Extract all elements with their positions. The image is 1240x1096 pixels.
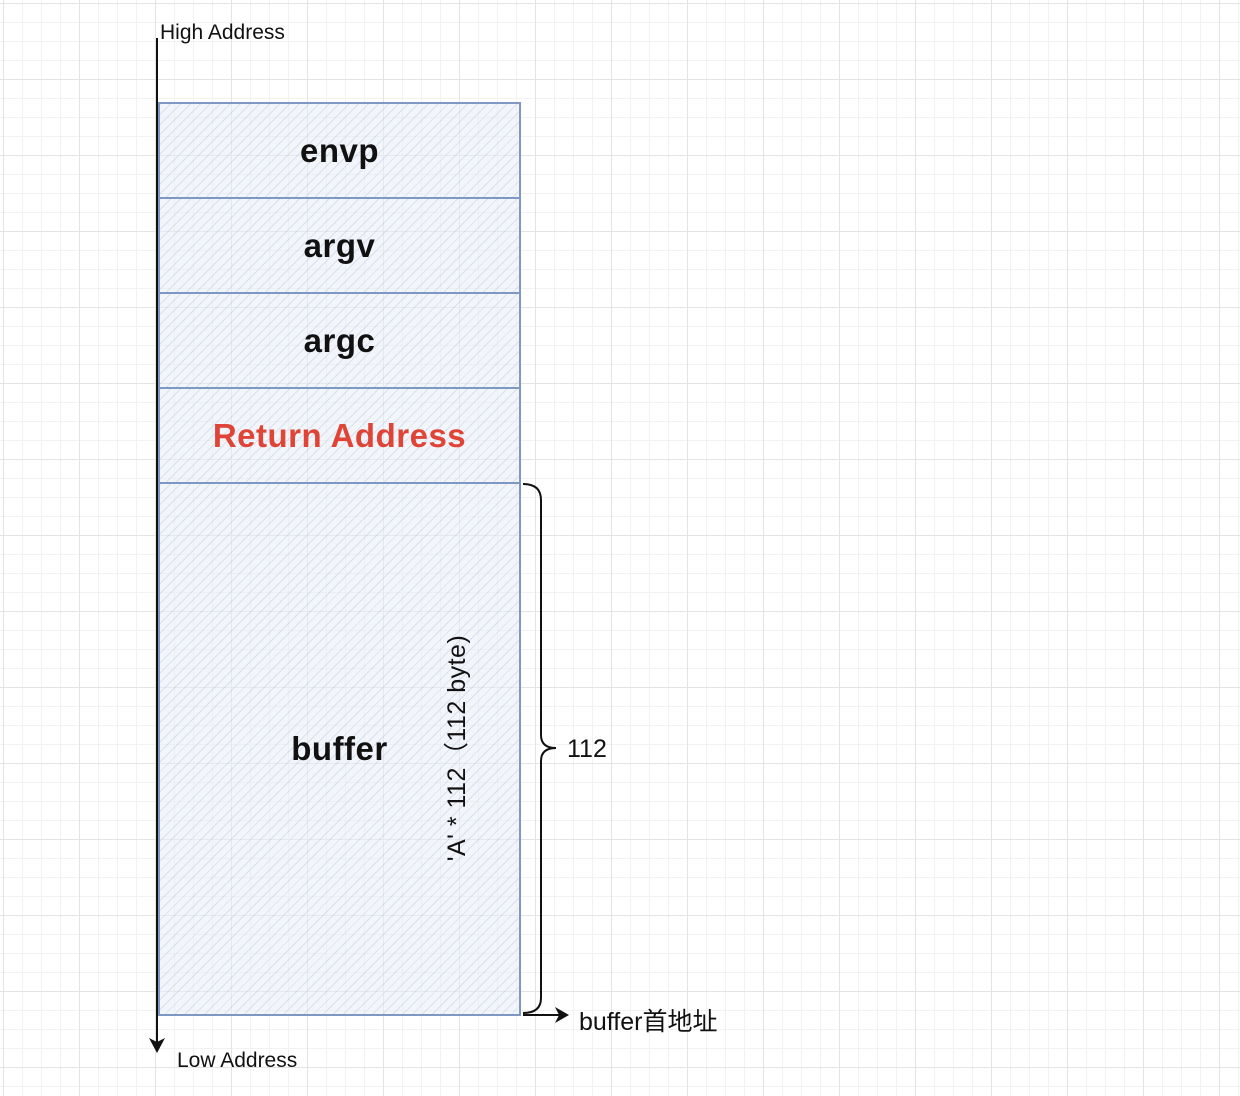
- stack-block-label: argc: [303, 321, 376, 359]
- stack-block-argv: argv: [158, 197, 521, 294]
- stack-block-label: Return Address: [212, 416, 467, 454]
- stack-block-return-address: Return Address: [158, 387, 521, 484]
- stack-block-label: buffer: [291, 730, 388, 767]
- buffer-fill-label: 'A' * 112（112 byte): [443, 634, 471, 862]
- buffer-start-arrow: [523, 1007, 569, 1023]
- stack-block-label: argv: [303, 226, 376, 264]
- high-address-label: High Address: [160, 21, 285, 44]
- buffer-start-label: buffer首地址: [579, 1008, 718, 1036]
- low-address-label: Low Address: [177, 1049, 298, 1072]
- stack-block-envp: envp: [158, 102, 521, 199]
- stack-block-argc: argc: [158, 292, 521, 389]
- stack-block-buffer: buffer: [158, 482, 521, 1016]
- brace-size-label: 112: [567, 735, 607, 763]
- stack-block-label: envp: [299, 131, 380, 169]
- size-brace: [522, 483, 557, 1014]
